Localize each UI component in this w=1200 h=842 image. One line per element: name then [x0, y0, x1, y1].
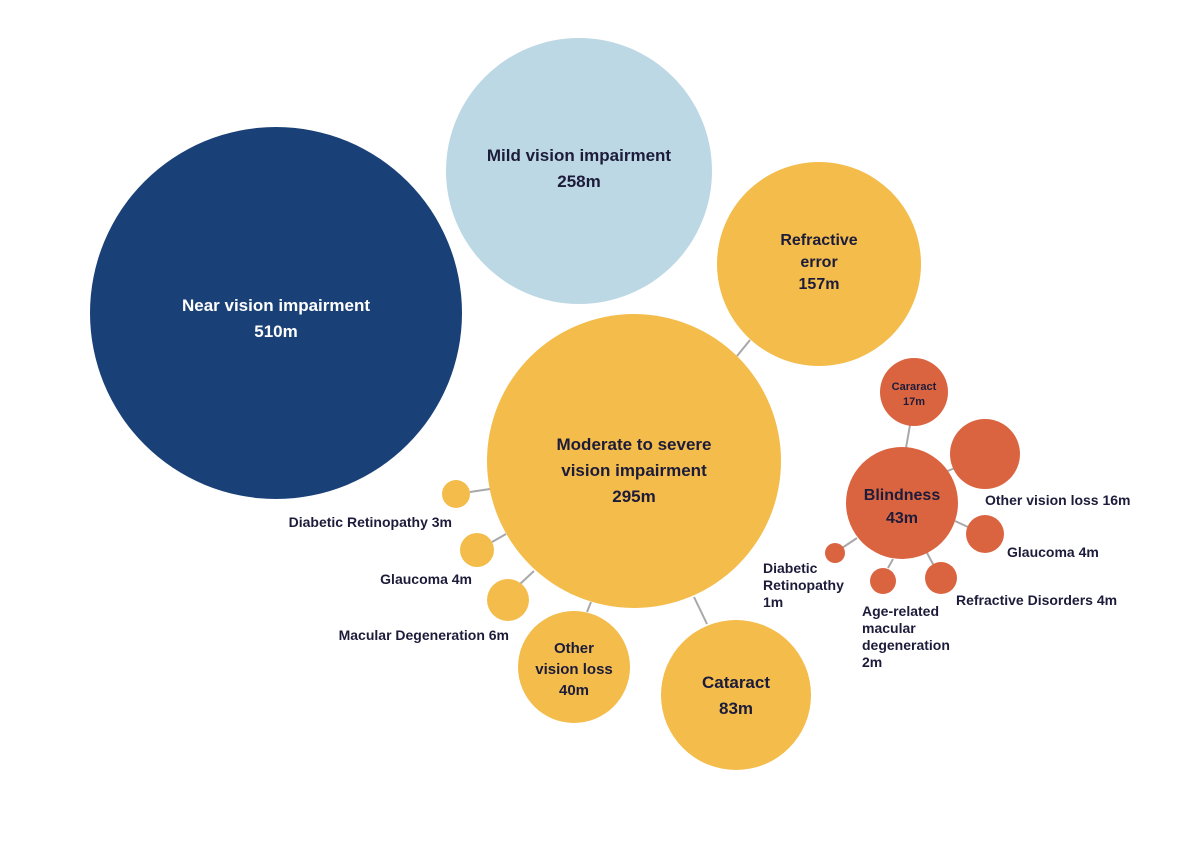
connector-diabetic-blind [841, 537, 858, 549]
connector-cataract [693, 596, 708, 625]
connector-glaucoma-small [491, 533, 507, 543]
cataract-value: 83m [719, 699, 753, 718]
bubble-glaucoma-blind [966, 515, 1004, 553]
macular-small-label: Macular Degeneration 6m [339, 627, 509, 643]
other-loss-line2: vision loss [535, 661, 613, 678]
bubble-amd-blind [870, 568, 896, 594]
connector-cararact-blind [905, 424, 911, 449]
moderate-value: 295m [612, 487, 655, 506]
bubble-cataract [661, 620, 811, 770]
bubble-refractive-error [717, 162, 921, 366]
blindness-value: 43m [886, 510, 918, 527]
glaucoma-small-label: Glaucoma 4m [380, 571, 472, 587]
mild-vision-value: 258m [557, 172, 600, 191]
cataract-name: Cataract [702, 673, 770, 692]
moderate-line2: vision impairment [561, 461, 707, 480]
connector-refractive-blind [925, 550, 935, 567]
connector-other-loss [586, 601, 592, 613]
connector-refractive [736, 339, 751, 357]
bubble-diabetic-small [442, 480, 470, 508]
connector-diabetic-small [469, 488, 491, 493]
bubble-diabetic-blind [825, 543, 845, 563]
moderate-line1: Moderate to severe [557, 435, 712, 454]
refractive-line2: error [800, 254, 837, 271]
cararact-blind-name: Cararact [892, 381, 937, 393]
amd-blind-line1: Age-related [862, 603, 939, 619]
bubble-cararact-blind [880, 358, 948, 426]
bubble-glaucoma-small [460, 533, 494, 567]
bubble-mild-vision [446, 38, 712, 304]
other-loss-line1: Other [554, 640, 594, 657]
diabetic-blind-line1: Diabetic [763, 560, 818, 576]
bubble-blindness [846, 447, 958, 559]
connectors [469, 339, 969, 625]
bubble-moderate-severe [487, 314, 781, 608]
blindness-name: Blindness [864, 487, 941, 504]
amd-blind-line4: 2m [862, 654, 882, 670]
bubble-macular-small [487, 579, 529, 621]
refractive-line1: Refractive [780, 232, 857, 249]
mild-vision-name: Mild vision impairment [487, 146, 672, 165]
amd-blind-line3: degeneration [862, 637, 950, 653]
refractive-blind-label: Refractive Disorders 4m [956, 592, 1117, 608]
connector-macular-small [519, 570, 535, 585]
bubble-refractive-blind [925, 562, 957, 594]
diabetic-blind-line2: Retinopathy [763, 577, 844, 593]
bubble-other-vision-loss [518, 611, 630, 723]
diabetic-blind-line3: 1m [763, 594, 783, 610]
refractive-value: 157m [799, 276, 840, 293]
diabetic-small-label: Diabetic Retinopathy 3m [289, 514, 452, 530]
connector-amd-blind [887, 558, 894, 569]
near-vision-value: 510m [254, 322, 297, 341]
other-loss-value: 40m [559, 682, 589, 699]
near-vision-name: Near vision impairment [182, 296, 370, 315]
cararact-blind-value: 17m [903, 396, 925, 408]
amd-blind-line2: macular [862, 620, 916, 636]
other-blind-label: Other vision loss 16m [985, 492, 1131, 508]
bubble-other-blind [950, 419, 1020, 489]
connector-glaucoma-blind [954, 520, 969, 528]
bubble-near-vision [90, 127, 462, 499]
glaucoma-blind-label: Glaucoma 4m [1007, 544, 1099, 560]
